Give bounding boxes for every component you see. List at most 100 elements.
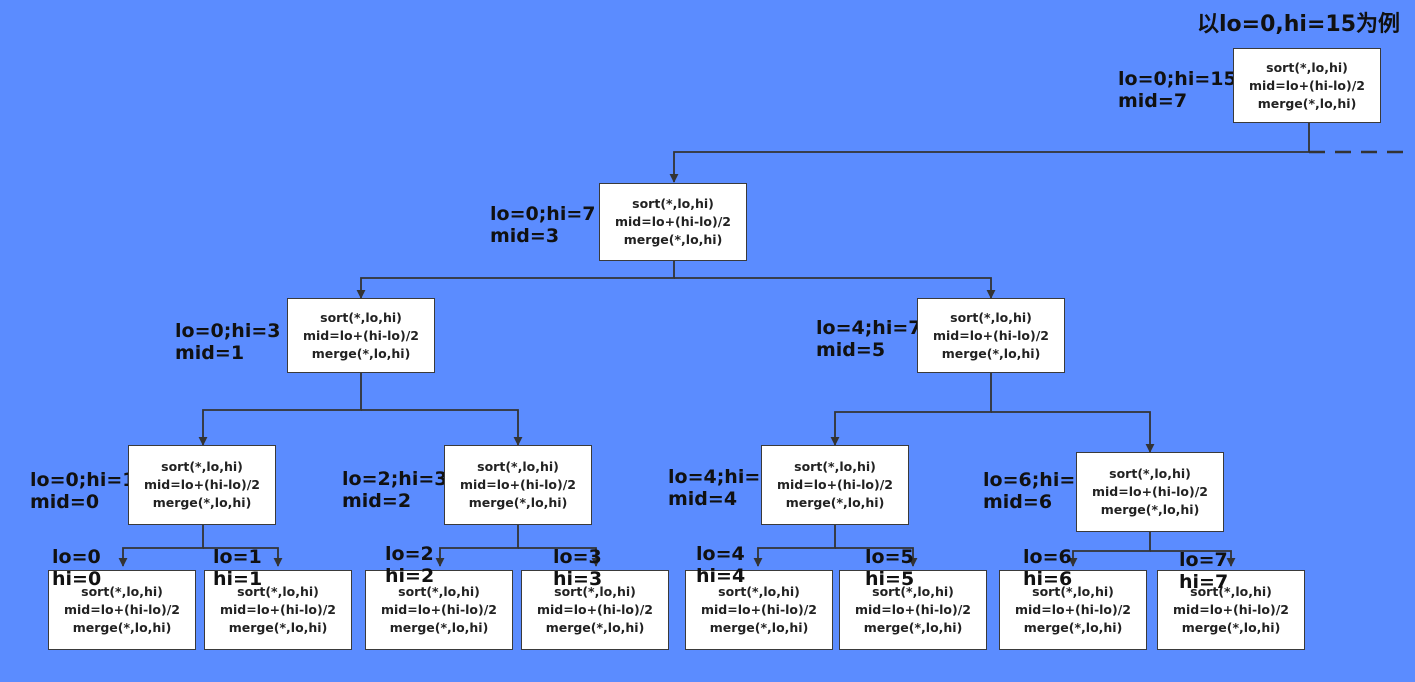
- leaf-label-line1: lo=2: [385, 543, 434, 565]
- leaf-label-lo4: lo=4 hi=4: [696, 543, 745, 587]
- tree-node-lo0-hi1: sort(*,lo,hi) mid=lo+(hi-lo)/2 merge(*,l…: [128, 445, 276, 525]
- node-merge-call: merge(*,lo,hi): [623, 232, 723, 247]
- leaf-label-lo3: lo=3 hi=3: [553, 546, 602, 590]
- tree-leaf-node-lo7: sort(*,lo,hi) mid=lo+(hi-lo)/2 merge(*,l…: [1157, 570, 1305, 650]
- node-label-line1: lo=0;hi=3: [175, 320, 281, 342]
- node-sort-call: sort(*,lo,hi): [1190, 584, 1272, 599]
- tree-node-lo4-hi5: sort(*,lo,hi) mid=lo+(hi-lo)/2 merge(*,l…: [761, 445, 909, 525]
- node-sort-call: sort(*,lo,hi): [1266, 59, 1348, 75]
- node-label-line1: lo=0;hi=1: [30, 469, 136, 491]
- node-merge-call: merge(*,lo,hi): [72, 620, 172, 635]
- node-mid-formula: mid=lo+(hi-lo)/2: [614, 214, 731, 229]
- node-mid-formula: mid=lo+(hi-lo)/2: [1248, 77, 1365, 93]
- node-sort-call: sort(*,lo,hi): [320, 309, 402, 325]
- node-label-lo2-hi3: lo=2;hi=3 mid=2: [342, 468, 447, 512]
- node-mid-formula: mid=lo+(hi-lo)/2: [459, 477, 576, 492]
- leaf-label-line1: lo=1: [213, 546, 262, 568]
- leaf-label-line1: lo=6: [1023, 546, 1072, 568]
- node-label-lo6-hi7: lo=6;hi=7 mid=6: [983, 469, 1088, 513]
- leaf-label-line2: hi=6: [1023, 568, 1073, 590]
- node-label-lo0-hi3: lo=0;hi=3 mid=1: [175, 320, 280, 364]
- leaf-label-line2: hi=7: [1179, 571, 1229, 593]
- leaf-label-line2: hi=3: [553, 568, 603, 590]
- node-sort-call: sort(*,lo,hi): [81, 584, 163, 599]
- node-sort-call: sort(*,lo,hi): [1109, 466, 1191, 481]
- node-mid-formula: mid=lo+(hi-lo)/2: [219, 602, 336, 617]
- leaf-label-lo0: lo=0 hi=0: [52, 546, 101, 590]
- tree-node-lo0-hi3: sort(*,lo,hi) mid=lo+(hi-lo)/2 merge(*,l…: [287, 298, 435, 373]
- node-label-line2: mid=2: [342, 490, 412, 512]
- node-mid-formula: mid=lo+(hi-lo)/2: [1091, 484, 1208, 499]
- tree-node-lo2-hi3: sort(*,lo,hi) mid=lo+(hi-lo)/2 merge(*,l…: [444, 445, 592, 525]
- node-label-line2: mid=1: [175, 342, 245, 364]
- node-merge-call: merge(*,lo,hi): [785, 495, 885, 510]
- leaf-label-lo7: lo=7 hi=7: [1179, 549, 1228, 593]
- tree-leaf-node-lo2: sort(*,lo,hi) mid=lo+(hi-lo)/2 merge(*,l…: [365, 570, 513, 650]
- node-mid-formula: mid=lo+(hi-lo)/2: [700, 602, 817, 617]
- node-merge-call: merge(*,lo,hi): [545, 620, 645, 635]
- node-label-lo4-hi5: lo=4;hi=5 mid=4: [668, 466, 773, 510]
- node-mid-formula: mid=lo+(hi-lo)/2: [380, 602, 497, 617]
- node-sort-call: sort(*,lo,hi): [1032, 584, 1114, 599]
- node-label-lo0-hi7: lo=0;hi=7 mid=3: [490, 203, 595, 247]
- leaf-label-line2: hi=5: [865, 568, 915, 590]
- node-merge-call: merge(*,lo,hi): [1023, 620, 1123, 635]
- node-merge-call: merge(*,lo,hi): [941, 345, 1041, 361]
- leaf-label-line2: hi=2: [385, 565, 435, 587]
- leaf-label-line1: lo=7: [1179, 549, 1228, 571]
- node-merge-call: merge(*,lo,hi): [468, 495, 568, 510]
- node-label-line2: mid=4: [668, 488, 738, 510]
- node-mid-formula: mid=lo+(hi-lo)/2: [854, 602, 971, 617]
- node-sort-call: sort(*,lo,hi): [237, 584, 319, 599]
- node-label-line2: mid=7: [1118, 90, 1188, 112]
- tree-node-lo0-hi7: sort(*,lo,hi) mid=lo+(hi-lo)/2 merge(*,l…: [599, 183, 747, 261]
- node-mid-formula: mid=lo+(hi-lo)/2: [302, 327, 419, 343]
- node-label-line1: lo=6;hi=7: [983, 469, 1089, 491]
- node-label-line1: lo=4;hi=5: [668, 466, 774, 488]
- diagram-title: 以lo=0,hi=15为例: [1197, 12, 1401, 37]
- tree-leaf-node-lo5: sort(*,lo,hi) mid=lo+(hi-lo)/2 merge(*,l…: [839, 570, 987, 650]
- tree-node-lo0-hi15: sort(*,lo,hi) mid=lo+(hi-lo)/2 merge(*,l…: [1233, 48, 1381, 123]
- tree-node-lo6-hi7: sort(*,lo,hi) mid=lo+(hi-lo)/2 merge(*,l…: [1076, 452, 1224, 532]
- tree-node-lo4-hi7: sort(*,lo,hi) mid=lo+(hi-lo)/2 merge(*,l…: [917, 298, 1065, 373]
- node-mid-formula: mid=lo+(hi-lo)/2: [536, 602, 653, 617]
- node-mid-formula: mid=lo+(hi-lo)/2: [932, 327, 1049, 343]
- leaf-label-lo1: lo=1 hi=1: [213, 546, 262, 590]
- tree-leaf-node-lo3: sort(*,lo,hi) mid=lo+(hi-lo)/2 merge(*,l…: [521, 570, 669, 650]
- node-merge-call: merge(*,lo,hi): [311, 345, 411, 361]
- leaf-label-line1: lo=0: [52, 546, 101, 568]
- node-mid-formula: mid=lo+(hi-lo)/2: [776, 477, 893, 492]
- node-sort-call: sort(*,lo,hi): [718, 584, 800, 599]
- node-label-lo4-hi7: lo=4;hi=7 mid=5: [816, 317, 921, 361]
- leaf-label-line1: lo=4: [696, 543, 745, 565]
- tree-leaf-node-lo6: sort(*,lo,hi) mid=lo+(hi-lo)/2 merge(*,l…: [999, 570, 1147, 650]
- node-merge-call: merge(*,lo,hi): [1181, 620, 1281, 635]
- leaf-label-lo6: lo=6 hi=6: [1023, 546, 1072, 590]
- node-merge-call: merge(*,lo,hi): [1257, 95, 1357, 111]
- node-label-lo0-hi15: lo=0;hi=15 mid=7: [1118, 68, 1237, 112]
- leaf-label-lo2: lo=2 hi=2: [385, 543, 434, 587]
- node-mid-formula: mid=lo+(hi-lo)/2: [143, 477, 260, 492]
- node-merge-call: merge(*,lo,hi): [228, 620, 328, 635]
- node-mid-formula: mid=lo+(hi-lo)/2: [1014, 602, 1131, 617]
- tree-leaf-node-lo4: sort(*,lo,hi) mid=lo+(hi-lo)/2 merge(*,l…: [685, 570, 833, 650]
- node-sort-call: sort(*,lo,hi): [477, 459, 559, 474]
- node-sort-call: sort(*,lo,hi): [632, 196, 714, 211]
- leaf-label-line2: hi=4: [696, 565, 746, 587]
- node-merge-call: merge(*,lo,hi): [389, 620, 489, 635]
- tree-leaf-node-lo0: sort(*,lo,hi) mid=lo+(hi-lo)/2 merge(*,l…: [48, 570, 196, 650]
- node-label-line2: mid=3: [490, 225, 560, 247]
- node-label-lo0-hi1: lo=0;hi=1 mid=0: [30, 469, 135, 513]
- leaf-label-line2: hi=1: [213, 568, 263, 590]
- leaf-label-lo5: lo=5 hi=5: [865, 546, 914, 590]
- node-label-line2: mid=6: [983, 491, 1053, 513]
- node-mid-formula: mid=lo+(hi-lo)/2: [1172, 602, 1289, 617]
- leaf-label-line2: hi=0: [52, 568, 102, 590]
- node-sort-call: sort(*,lo,hi): [554, 584, 636, 599]
- node-label-line1: lo=0;hi=7: [490, 203, 596, 225]
- node-merge-call: merge(*,lo,hi): [863, 620, 963, 635]
- node-sort-call: sort(*,lo,hi): [398, 584, 480, 599]
- node-merge-call: merge(*,lo,hi): [709, 620, 809, 635]
- tree-leaf-node-lo1: sort(*,lo,hi) mid=lo+(hi-lo)/2 merge(*,l…: [204, 570, 352, 650]
